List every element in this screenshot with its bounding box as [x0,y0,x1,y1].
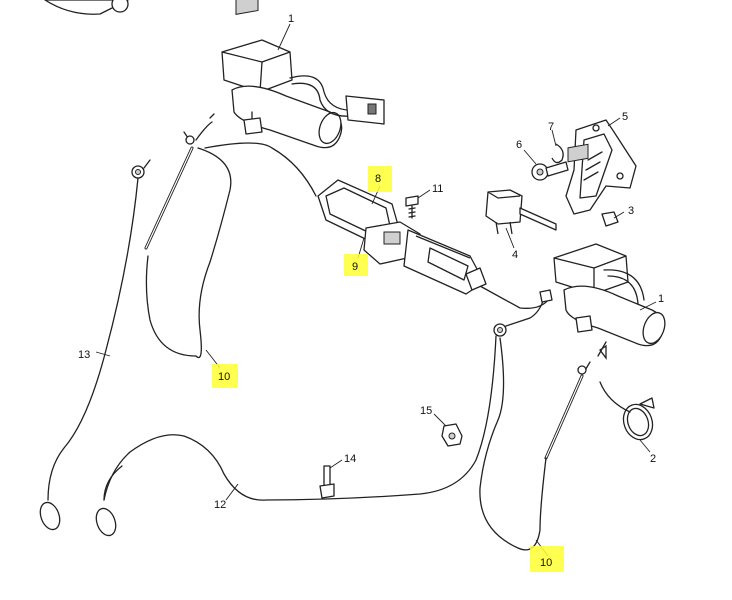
actuator-motor-top [221,0,385,149]
callout-12: 12 [214,499,226,511]
highlight-callout-10-right [530,546,564,572]
connector-part-4 [485,189,557,235]
callout-13: 13 [78,349,90,361]
clip-part-7 [551,143,564,164]
bracket-assembly-center [317,179,549,309]
plug-part-14 [319,465,335,499]
screw-part-3 [601,211,619,227]
callout-14: 14 [344,453,356,465]
bolt-part-6 [531,161,569,181]
cable-part-10-right [479,337,631,551]
highlight-callout-9 [344,254,368,276]
partial-part-top-left [44,0,129,15]
clip-part-15 [441,423,463,447]
screw-part-11 [405,195,419,219]
callout-6: 6 [516,139,522,151]
highlight-callout-8 [368,166,392,192]
callout-8: 8 [375,173,381,185]
actuator-motor-right [553,143,666,347]
callout-11: 11 [432,183,443,195]
callout-9: 9 [352,261,358,273]
callout-1-top: 1 [288,13,294,25]
hose-clamp-part-2 [622,397,655,441]
mounting-bracket-part-5 [565,119,637,215]
callout-5: 5 [622,111,628,123]
cable-part-10-left [144,113,317,359]
cable-part-12 [95,289,553,537]
callout-1-right: 1 [658,293,664,305]
callout-10-right: 10 [540,557,552,569]
callout-3: 3 [628,205,634,217]
callout-7: 7 [548,121,554,133]
callout-2: 2 [650,453,656,465]
highlight-callout-10-left [212,364,238,388]
callout-10-left: 10 [218,371,230,383]
leader-lines [95,23,657,557]
cable-part-13 [39,159,151,531]
callout-4: 4 [512,249,518,261]
callout-15: 15 [420,405,432,417]
